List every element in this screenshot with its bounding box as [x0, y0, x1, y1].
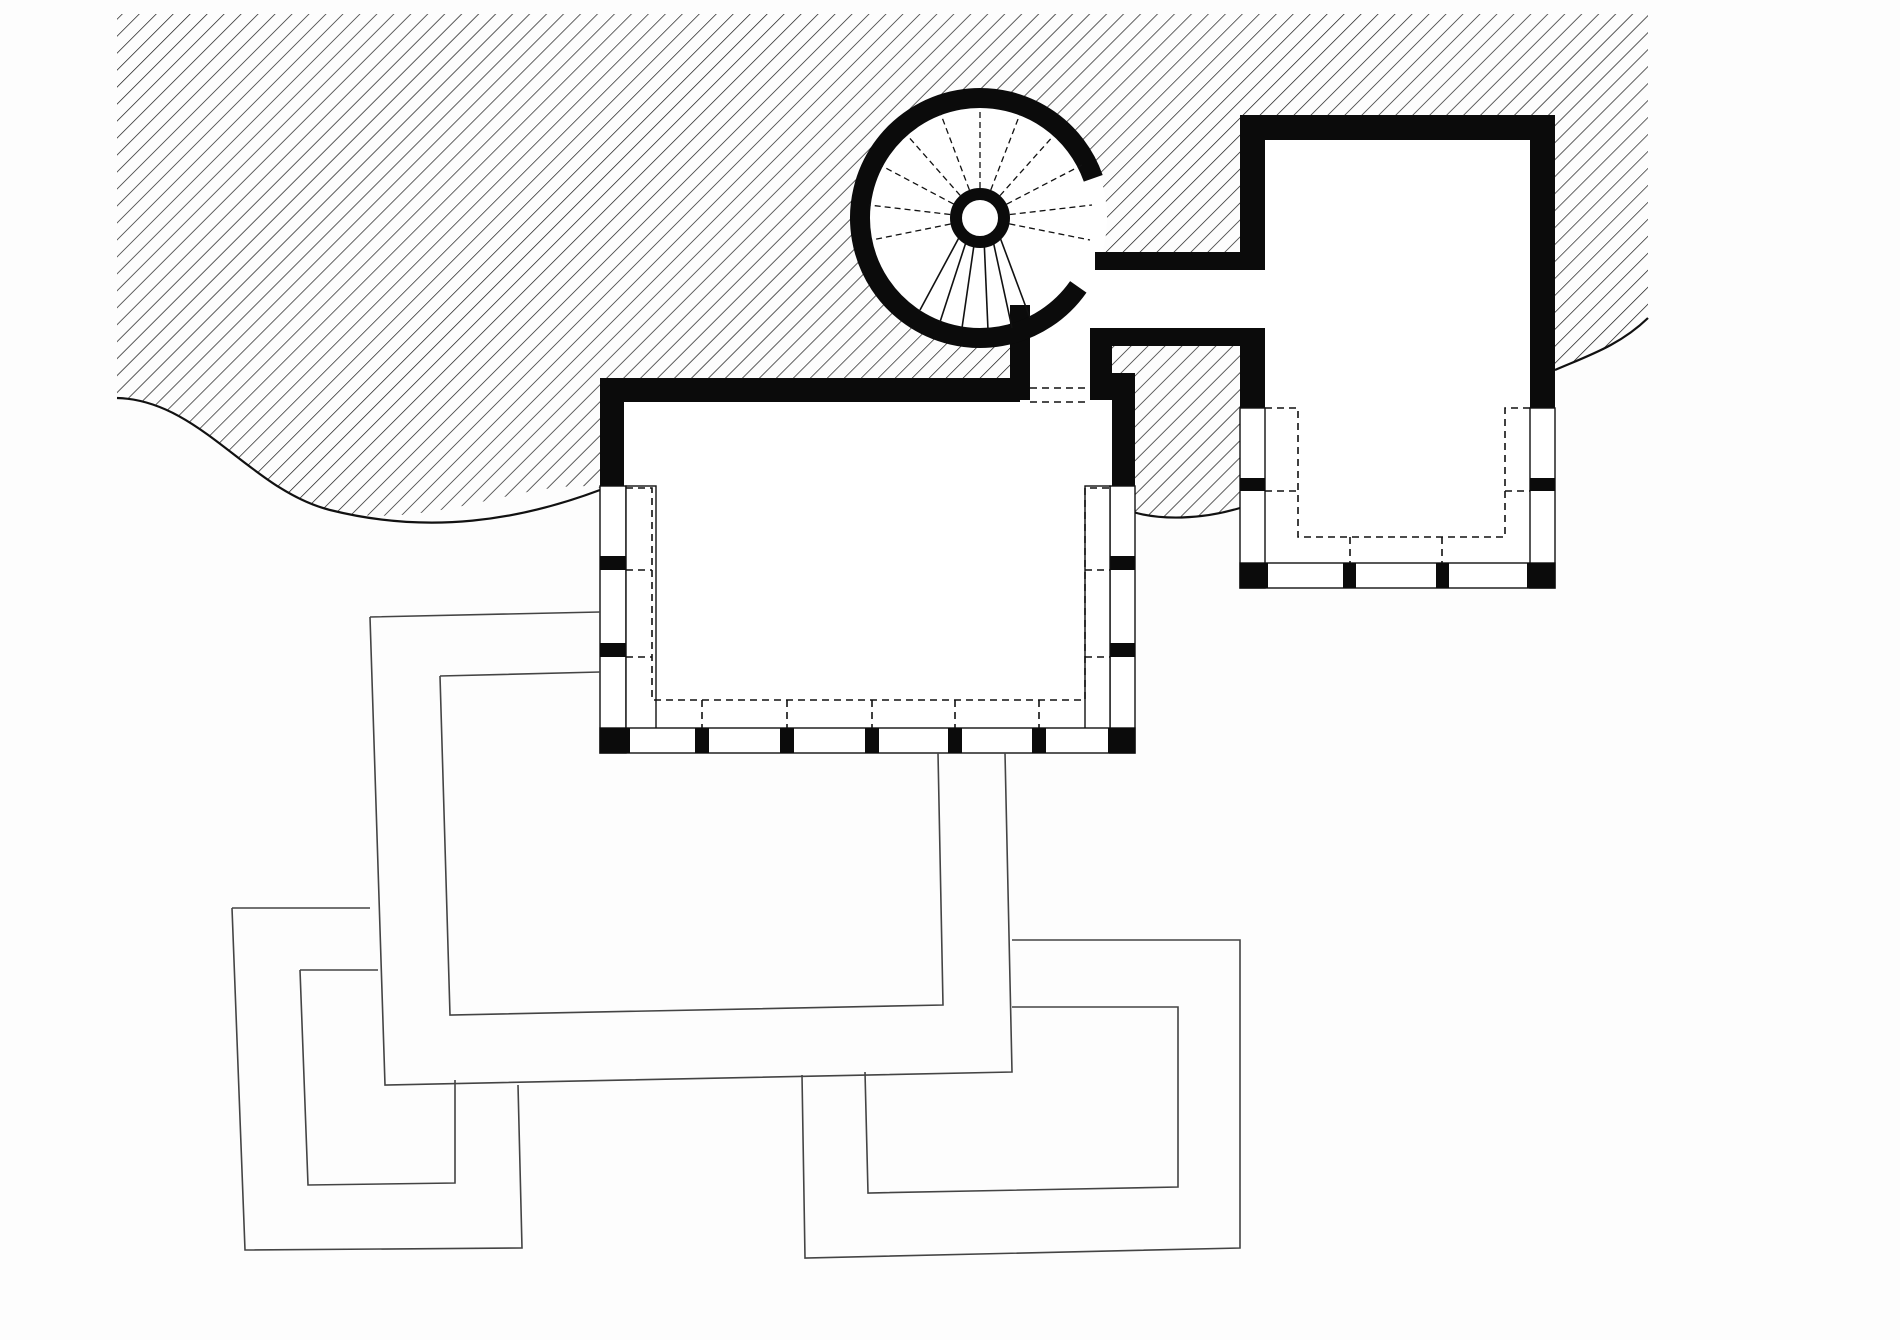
paving-frame-b	[231, 907, 523, 1251]
spiral-stair-outer-wall	[850, 88, 1110, 348]
paving-frame-c	[801, 939, 1241, 1259]
east-roof-overhang-dashed	[1265, 407, 1530, 563]
main-pavilion-north-wall	[600, 378, 1020, 402]
east-pavilion-west-mullion	[1240, 478, 1265, 491]
east-pavilion-south-mullion	[1343, 563, 1356, 588]
paving-frame-a	[369, 611, 1013, 1086]
east-pavilion-corner-post	[1240, 563, 1268, 588]
west-mullion	[600, 556, 626, 570]
west-inner-sill	[625, 485, 657, 732]
main-pavilion-floor	[600, 380, 1135, 753]
hillside-edge-line	[116, 396, 601, 524]
east-pavilion-west-window	[1239, 407, 1266, 589]
east-pavilion-south-mullion	[1436, 563, 1449, 588]
east-mullion	[1110, 643, 1135, 657]
main-pavilion-east-wall	[1112, 373, 1135, 486]
east-pavilion-north-wall	[1240, 115, 1555, 140]
corridor-south-wall	[1090, 328, 1265, 346]
east-pavilion-east-mullion	[1530, 478, 1555, 491]
east-pavilion-corner-post	[1527, 563, 1555, 588]
hillside-edge-line-east	[1132, 317, 1649, 519]
west-mullion	[600, 643, 626, 657]
south-mullion	[780, 728, 794, 753]
west-window	[599, 485, 627, 754]
east-pavilion-south-window	[1239, 562, 1556, 589]
east-inner-sill	[1084, 485, 1111, 732]
south-mullion	[948, 728, 962, 753]
south-corner-post	[1108, 728, 1135, 753]
east-pavilion-west-wall-lower	[1240, 328, 1265, 408]
stair-door-threshold	[1030, 387, 1090, 403]
spiral-stair-newel	[950, 188, 1010, 248]
south-mullion	[865, 728, 879, 753]
terrace-paving	[231, 611, 1241, 1259]
east-mullion	[1110, 556, 1135, 570]
spiral-stair-treads	[868, 108, 1093, 331]
main-pavilion-west-wall	[600, 378, 624, 486]
south-mullion	[695, 728, 709, 753]
east-window	[1109, 485, 1136, 754]
east-pavilion-east-window	[1529, 407, 1556, 589]
spiral-staircase	[850, 88, 1110, 348]
corridor-north-wall	[1095, 252, 1265, 270]
south-mullion	[1032, 728, 1046, 753]
main-dashed-ticks	[626, 569, 1110, 728]
east-pavilion-west-wall	[1240, 115, 1265, 270]
east-pavilion-east-wall	[1530, 115, 1555, 408]
south-corner-post	[600, 728, 630, 753]
east-pavilion-floor	[1240, 115, 1555, 588]
stair-landing-east-wall	[1090, 330, 1112, 400]
